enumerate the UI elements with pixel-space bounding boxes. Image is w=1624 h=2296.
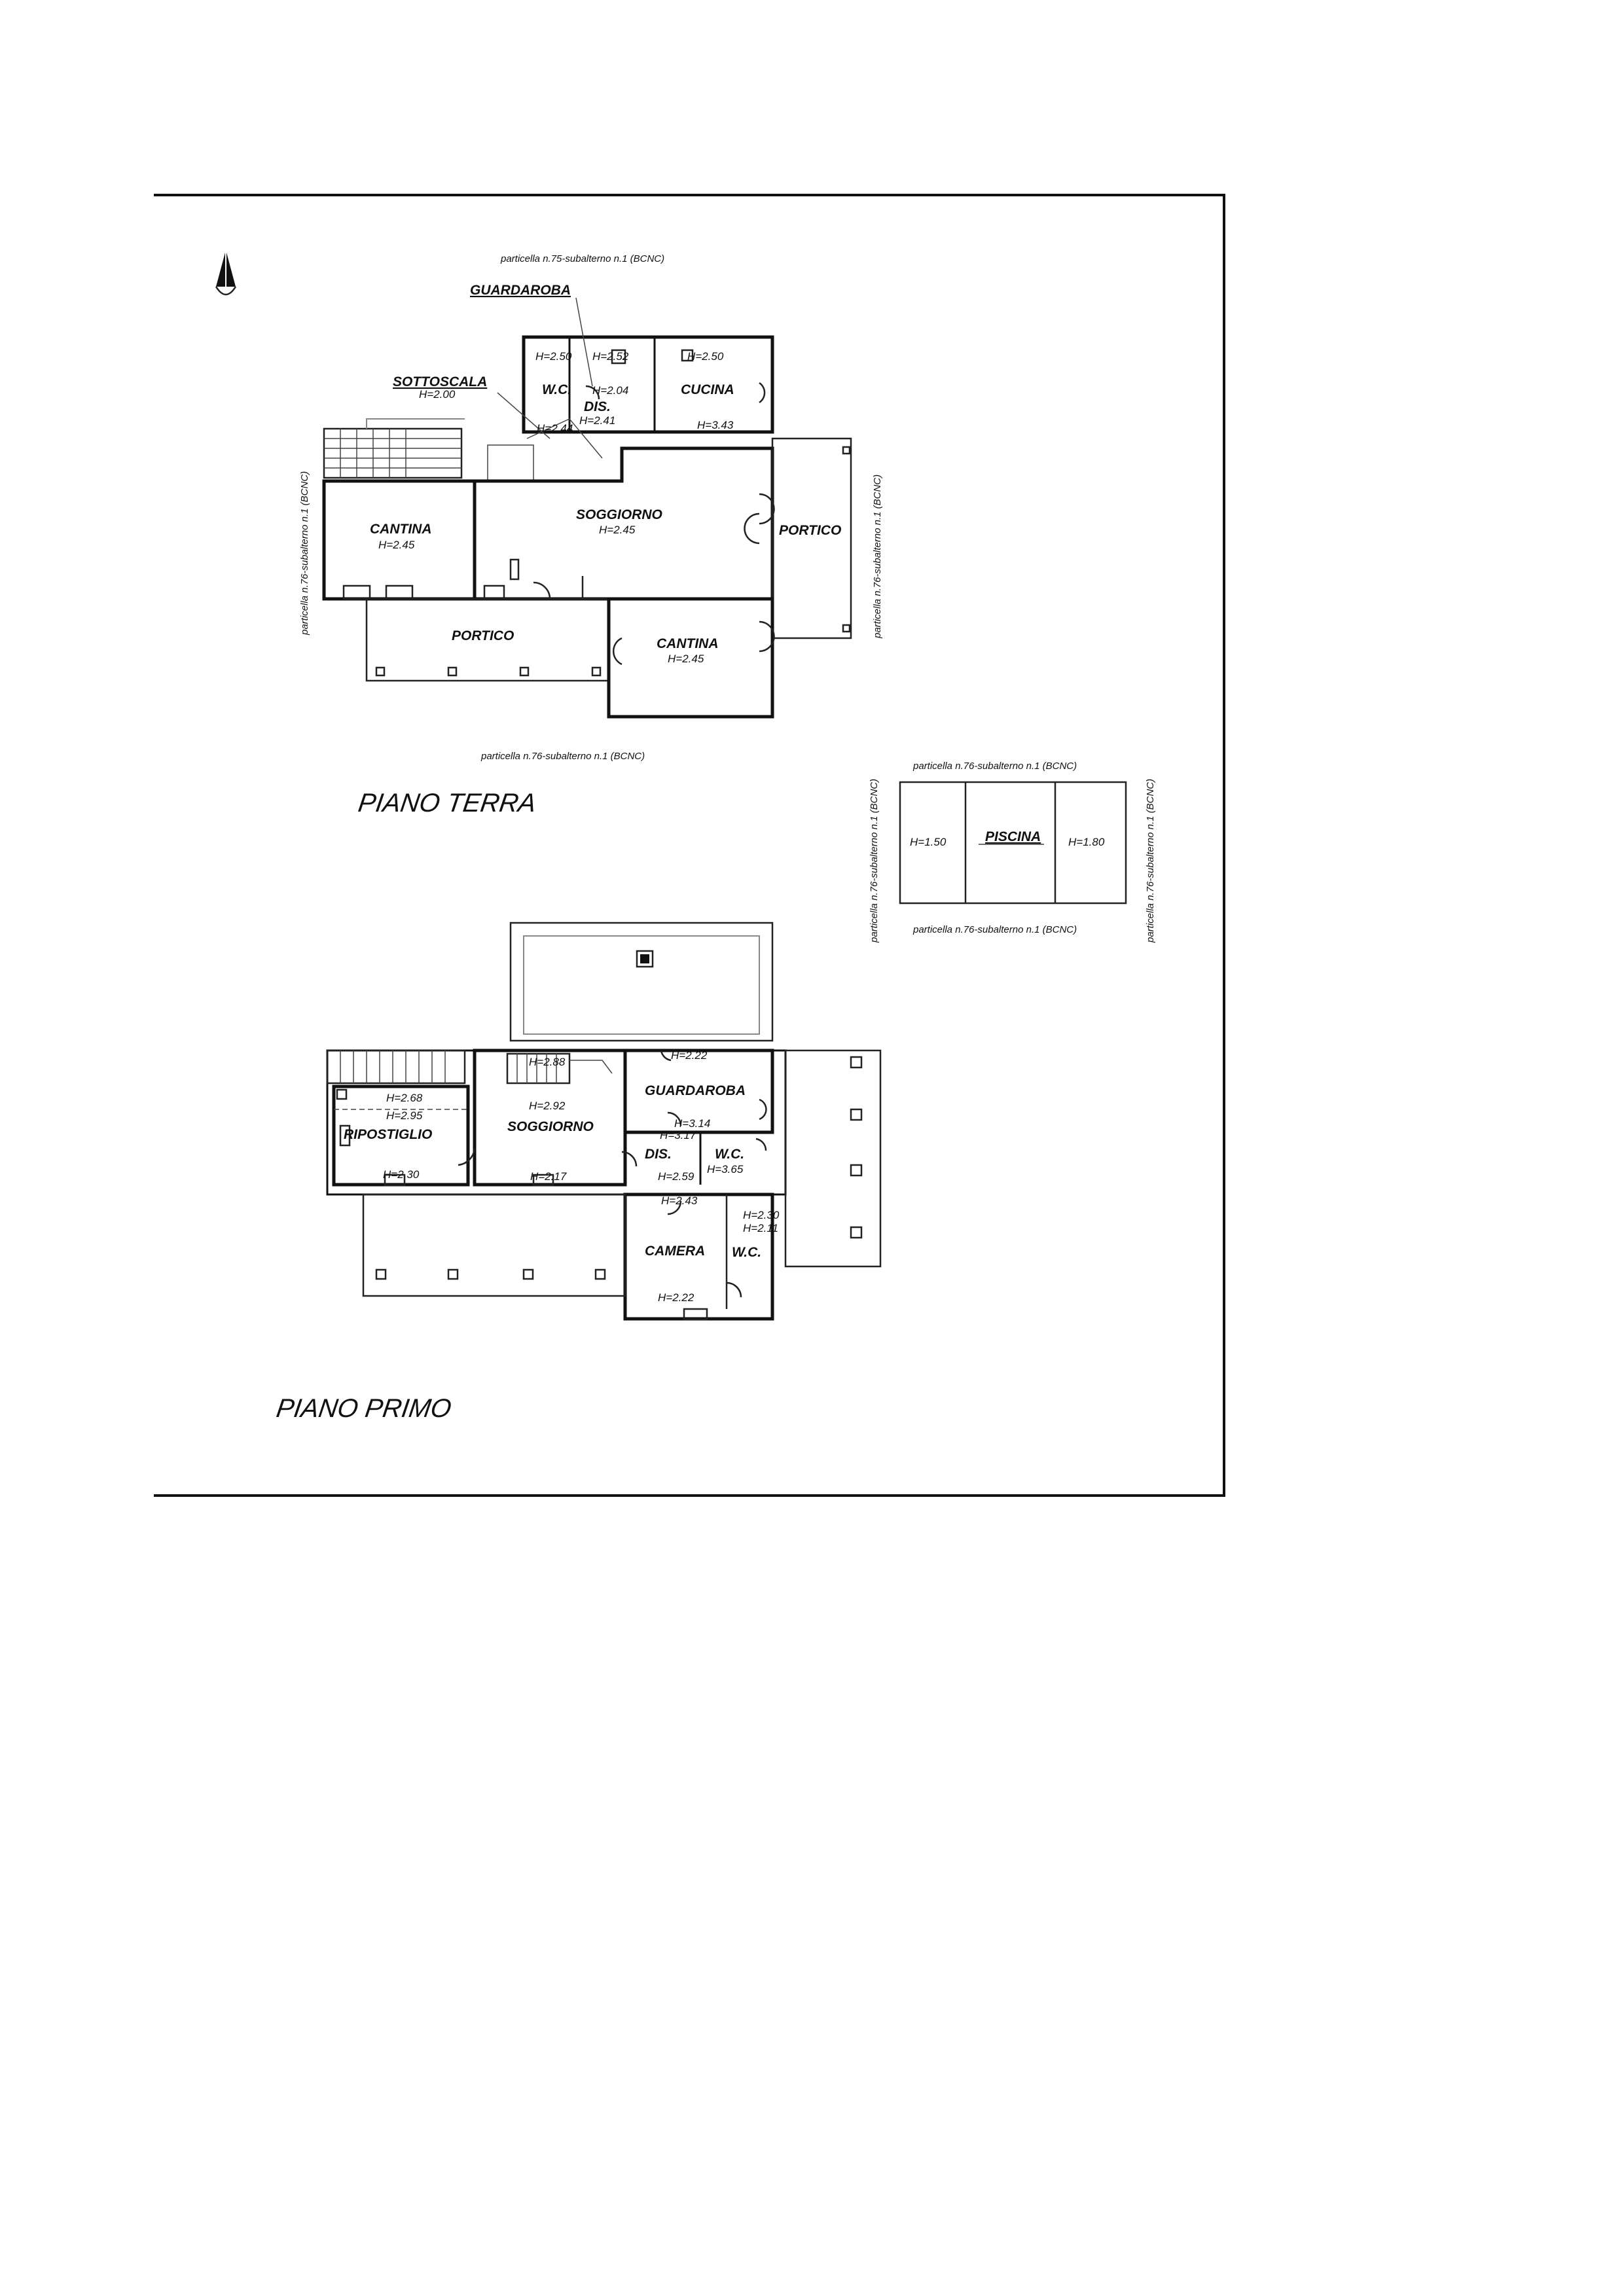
first-guard-h1: H=2.22 — [671, 1049, 708, 1062]
first-camera-h2: H=2.22 — [658, 1291, 695, 1304]
ground-dis-h2: H=2.41 — [579, 414, 615, 427]
ground-cucina-h1: H=2.50 — [687, 350, 724, 363]
ground-floor-title: PIANO TERRA — [356, 788, 537, 817]
first-label-guardaroba: GUARDAROBA — [645, 1083, 746, 1098]
ground-cucina-h2: H=3.43 — [697, 419, 734, 431]
first-dis-h1: H=3.17 — [660, 1129, 696, 1141]
pool-parcel-top: particella n.76-subalterno n.1 (BCNC) — [912, 761, 1077, 772]
first-label-soggiorno: SOGGIORNO — [507, 1119, 594, 1134]
ground-parcel-right: particella n.76-subalterno n.1 (BCNC) — [872, 475, 883, 639]
first-label-ripostiglio: RIPOSTIGLIO — [344, 1127, 432, 1142]
ground-label-portico-bottom: PORTICO — [452, 628, 514, 643]
first-wc2-h1: H=2.30 — [743, 1209, 780, 1221]
ground-dis-h3: H=2.44 — [537, 422, 573, 435]
ground-parcel-top: particella n.75-subalterno n.1 (BCNC) — [500, 253, 664, 264]
pool-h-left: H=1.50 — [910, 836, 947, 848]
ground-label-cucina: CUCINA — [681, 382, 734, 397]
ground-label-dis: DIS. — [584, 399, 611, 414]
first-label-dis: DIS. — [645, 1147, 672, 1162]
first-wc-h: H=3.65 — [707, 1163, 744, 1175]
ground-floor-plan — [322, 335, 852, 719]
ground-wc-h: H=2.50 — [535, 350, 572, 363]
first-ripo-h2: H=2.95 — [386, 1109, 423, 1122]
first-guard-h2: H=3.14 — [674, 1117, 710, 1130]
ground-label-soggiorno: SOGGIORNO — [576, 507, 662, 522]
first-floor-plan — [326, 922, 882, 1321]
first-ripo-h1: H=2.68 — [386, 1092, 423, 1104]
pool-h-right: H=1.80 — [1068, 836, 1105, 848]
first-label-camera: CAMERA — [645, 1244, 705, 1259]
ground-label-cantina-left: CANTINA — [370, 522, 432, 537]
pool-label: PISCINA — [985, 829, 1041, 844]
ground-label-cantina-right: CANTINA — [657, 636, 719, 651]
ground-cantina-right-h: H=2.45 — [668, 653, 704, 665]
sheet-frame — [154, 194, 1225, 1497]
first-label-wc: W.C. — [715, 1147, 744, 1162]
north-arrow-icon — [215, 250, 237, 296]
ground-dis-h1: H=2.04 — [592, 384, 628, 397]
ground-label-portico-right: PORTICO — [779, 523, 841, 538]
ground-guard-h: H=2.52 — [592, 350, 629, 363]
first-floor-title: PIANO PRIMO — [274, 1393, 453, 1423]
ground-parcel-left: particella n.76-subalterno n.1 (BCNC) — [299, 471, 310, 636]
ground-label-guardaroba: GUARDAROBA — [470, 283, 571, 298]
first-sogg-h2: H=2.92 — [529, 1100, 566, 1112]
first-ripo-h3: H=2.30 — [383, 1168, 420, 1181]
first-wc2-h2: H=2.11 — [743, 1222, 778, 1234]
pool-plan — [899, 781, 1127, 905]
ground-parcel-bottom: particella n.76-subalterno n.1 (BCNC) — [480, 751, 645, 762]
ground-cantina-left-h: H=2.45 — [378, 539, 415, 551]
ground-soggiorno-h: H=2.45 — [599, 524, 636, 536]
pool-parcel-left: particella n.76-subalterno n.1 (BCNC) — [869, 779, 880, 943]
first-sogg-h1: H=2.88 — [529, 1056, 566, 1068]
ground-label-sottoscala: SOTTOSCALA — [393, 374, 487, 389]
ground-label-sottoscala-h: H=2.00 — [419, 388, 456, 401]
pool-parcel-right: particella n.76-subalterno n.1 (BCNC) — [1145, 779, 1156, 943]
pool-parcel-bottom: particella n.76-subalterno n.1 (BCNC) — [912, 924, 1077, 935]
ground-label-wc: W.C. — [542, 382, 571, 397]
first-sogg-h3: H=2.17 — [530, 1170, 567, 1183]
first-dis-h2: H=2.59 — [658, 1170, 695, 1183]
first-label-wc2: W.C. — [732, 1245, 761, 1260]
first-camera-h1: H=2.43 — [661, 1194, 698, 1207]
